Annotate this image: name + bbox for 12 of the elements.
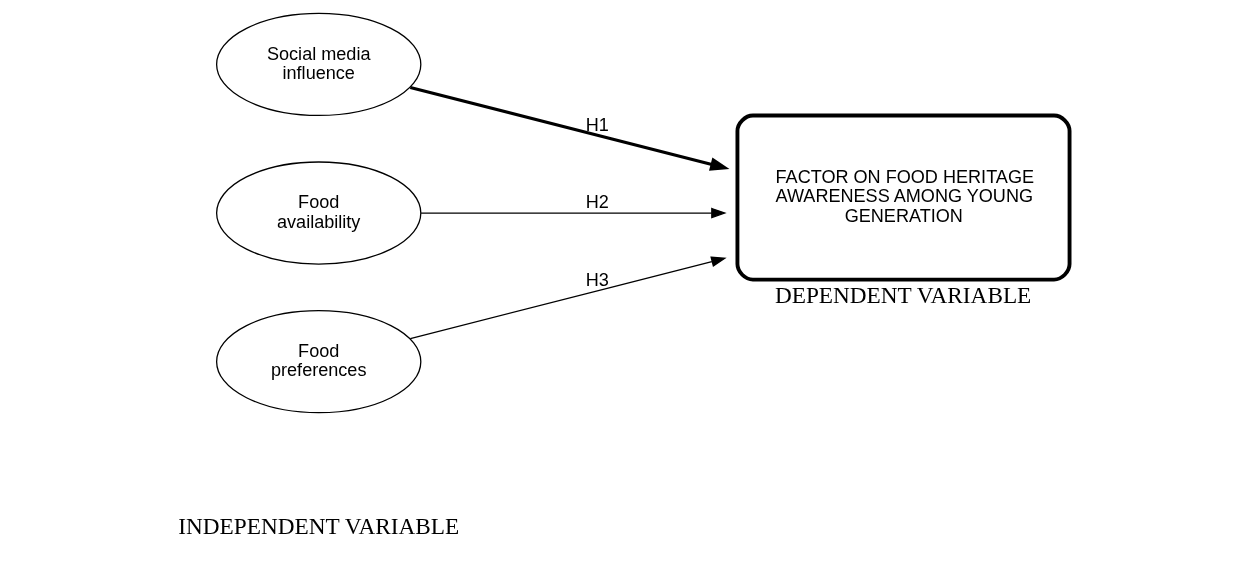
label: INDEPENDENT VARIABLE bbox=[178, 513, 460, 540]
edge-label: H2 bbox=[585, 192, 609, 213]
node-label: DEPENDENT VARIABLE bbox=[774, 281, 1032, 308]
arrow bbox=[420, 207, 727, 219]
edge-label: H3 bbox=[585, 269, 609, 290]
node-ellipse: Social media influence bbox=[216, 12, 422, 117]
node-ellipse: Food preferences bbox=[216, 309, 422, 414]
arrow bbox=[409, 256, 727, 340]
arrow bbox=[409, 85, 730, 171]
edge-label: H1 bbox=[585, 114, 609, 135]
node-box: FACTOR ON FOOD HERITAGE AWARENESS AMONG YOUNG GENERATION bbox=[735, 113, 1072, 282]
node-ellipse: Food availability bbox=[216, 161, 422, 265]
